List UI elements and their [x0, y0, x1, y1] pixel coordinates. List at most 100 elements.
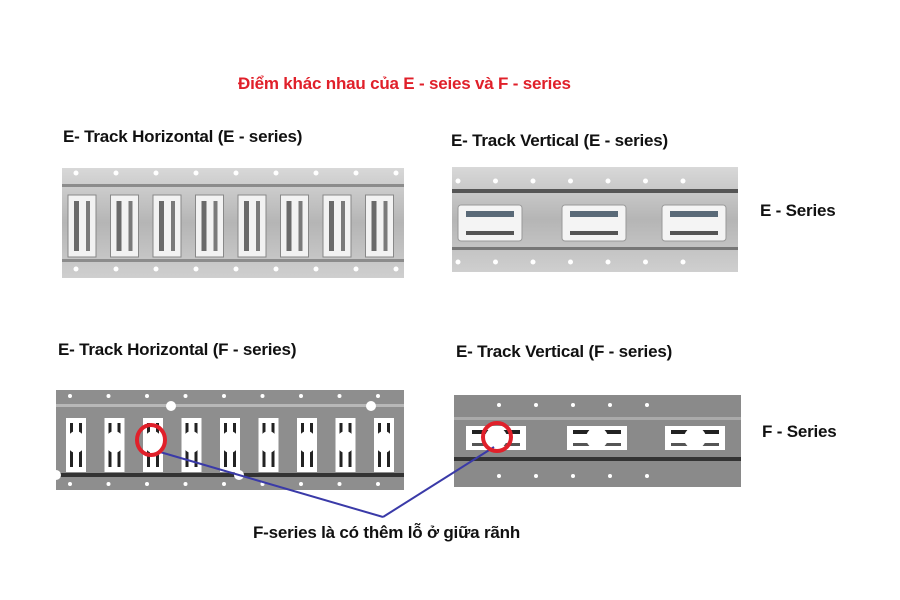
rivet-hole — [106, 394, 111, 398]
rivet-hole — [193, 170, 199, 176]
e-series-row-label: E - Series — [760, 201, 836, 220]
rivet-hole — [299, 394, 303, 398]
rivet-hole — [376, 482, 380, 486]
rivet-hole — [145, 482, 149, 486]
rivet-hole — [608, 403, 612, 407]
rivet-hole — [534, 474, 538, 478]
center-hole — [298, 431, 316, 453]
slot-shadow — [86, 201, 90, 251]
slot — [67, 194, 97, 258]
slot — [237, 194, 267, 258]
rivet-hole — [530, 178, 536, 184]
rivet-hole — [643, 259, 648, 265]
slot-shadow — [201, 201, 207, 251]
rivet-hole — [493, 259, 498, 265]
center-hole — [221, 431, 239, 453]
rivet-hole — [643, 178, 648, 184]
center-hole — [144, 431, 162, 453]
center-hole — [485, 427, 507, 449]
rivet-hole — [145, 394, 149, 398]
rivet-hole — [393, 266, 399, 272]
center-hole — [336, 431, 355, 453]
highlight-circle-vertical — [481, 421, 513, 453]
rivet-hole — [455, 178, 461, 184]
rivet-hole — [680, 178, 686, 184]
rivet-hole — [493, 178, 498, 184]
slot — [110, 194, 139, 258]
slot-shadow — [286, 201, 292, 251]
rivet-hole — [106, 482, 111, 486]
slot-shadow — [570, 231, 618, 235]
rivet-hole — [68, 394, 72, 398]
center-hole — [67, 431, 85, 453]
center-hole — [375, 431, 393, 453]
slot-shadow — [213, 201, 218, 251]
slot-shadow — [670, 211, 718, 217]
slot — [195, 194, 224, 258]
rivet-hole — [313, 170, 319, 176]
rivet-hole — [393, 170, 399, 176]
rivet-hole — [645, 403, 649, 407]
rivet-hole — [353, 266, 359, 272]
page-title: Điểm khác nhau của E - seies và F - seri… — [238, 74, 571, 93]
e-track-vertical-f-series-image — [454, 395, 741, 487]
rivet-hole — [376, 394, 380, 398]
rivet-hole — [153, 170, 159, 176]
slot-shadow — [298, 201, 303, 251]
rivet-hole — [183, 482, 188, 486]
rivet-hole — [153, 266, 159, 272]
e-track-horizontal-e-series-image — [62, 168, 404, 278]
f-series-row-label: F - Series — [762, 422, 837, 441]
rivet-hole — [571, 474, 575, 478]
pointer-line-right — [382, 446, 495, 518]
rivet-hole — [68, 482, 72, 486]
slot-shadow — [329, 201, 334, 251]
rivet-hole — [353, 170, 359, 176]
rivet-hole — [222, 482, 226, 486]
rivet-hole — [568, 259, 573, 265]
rivet-hole — [73, 170, 79, 176]
rivet-hole — [337, 394, 342, 398]
rivet-hole — [497, 474, 501, 478]
rivet-hole — [313, 266, 319, 272]
rivet-hole — [273, 170, 279, 176]
slot-shadow — [74, 201, 79, 251]
slot — [152, 194, 182, 258]
slot-shadow — [570, 211, 618, 217]
rivet-hole — [73, 266, 79, 272]
slot-shadow — [128, 201, 133, 251]
rivet-hole — [571, 403, 575, 407]
e-horizontal-label: E- Track Horizontal (E - series) — [63, 127, 303, 146]
rivet-hole — [680, 259, 686, 265]
pointer-line-left — [159, 451, 384, 518]
slot-shadow — [466, 211, 514, 217]
slot-shadow — [670, 231, 718, 235]
rivet-hole — [273, 266, 279, 272]
center-hole — [182, 431, 201, 453]
slot-shadow — [383, 201, 388, 251]
rivet-hole — [260, 394, 265, 398]
rivet-hole — [605, 178, 611, 184]
rivet-hole — [455, 259, 461, 265]
rivet-hole — [530, 259, 536, 265]
center-hole — [259, 431, 278, 453]
slot-shadow — [171, 201, 175, 251]
slot-shadow — [116, 201, 122, 251]
e-track-vertical-e-series-image — [452, 167, 738, 272]
caption: F-series là có thêm lỗ ở giữa rãnh — [253, 523, 521, 542]
slot-shadow — [256, 201, 260, 251]
rivet-hole — [645, 474, 649, 478]
slot — [280, 194, 309, 258]
rivet-hole — [568, 178, 573, 184]
slot-shadow — [341, 201, 345, 251]
center-hole — [684, 427, 706, 449]
rivet-hole — [337, 482, 342, 486]
rivet-hole — [233, 170, 239, 176]
slot-shadow — [371, 201, 377, 251]
rivet-hole — [193, 266, 199, 272]
rivet-hole — [497, 403, 501, 407]
f-horizontal-label: E- Track Horizontal (F - series) — [58, 340, 297, 359]
rivet-hole — [113, 266, 119, 272]
e-vertical-label: E- Track Vertical (E - series) — [451, 131, 669, 150]
